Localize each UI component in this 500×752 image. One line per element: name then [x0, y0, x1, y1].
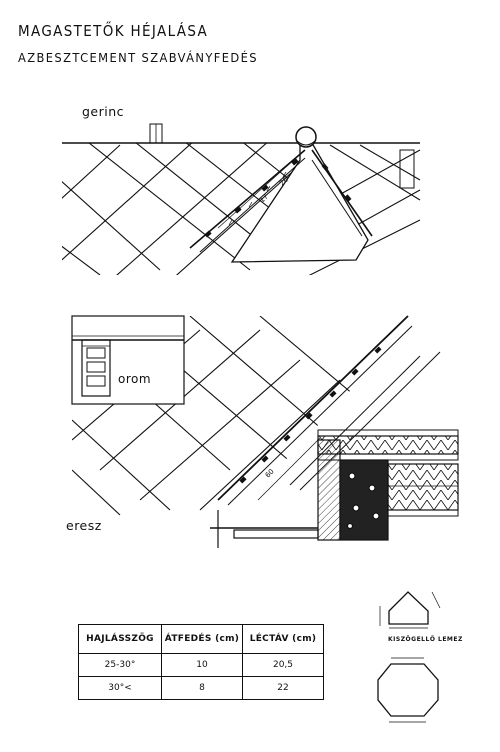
gable-inset — [71, 315, 185, 405]
eaves-soffit — [233, 529, 319, 539]
slate-tiles-ridge — [62, 143, 421, 275]
concrete-beam — [339, 459, 389, 541]
slate-piece-top — [379, 591, 441, 629]
page-subtitle: AZBESZTCEMENT SZABVÁNYFEDÉS — [18, 50, 258, 65]
table-header-row: HAJLÁSSZÖG ÁTFEDÉS (cm) LÉCTÁV (cm) — [78, 624, 324, 654]
table-row: 25-30° 10 20,5 — [78, 653, 324, 677]
spec-table: HAJLÁSSZÖG ÁTFEDÉS (cm) LÉCTÁV (cm) 25-3… — [78, 624, 324, 700]
dimension-17: 17 — [258, 193, 270, 205]
gable-label: orom — [118, 372, 152, 386]
eaves-label: eresz — [66, 518, 102, 533]
cell-slope: 30°< — [78, 676, 162, 700]
ridge-detail — [62, 123, 421, 275]
cell-overlap: 8 — [161, 676, 243, 700]
page-title: MAGASTETŐK HÉJALÁSA — [18, 22, 209, 40]
cell-batten-spacing: 22 — [242, 676, 324, 700]
cell-overlap: 10 — [161, 653, 243, 677]
cell-batten-spacing: 20,5 — [242, 653, 324, 677]
cell-slope: 25-30° — [78, 653, 162, 677]
eaves-detail — [71, 315, 459, 548]
slate-piece-bottom — [377, 657, 439, 723]
header-slope: HAJLÁSSZÖG — [78, 624, 162, 654]
header-batten-spacing: LÉCTÁV (cm) — [242, 624, 324, 654]
dimension-60: 60 — [264, 467, 276, 479]
ridge-label: gerinc — [82, 104, 125, 119]
table-row: 30°< 8 22 — [78, 676, 324, 700]
roof-slope — [217, 315, 409, 501]
wall-section — [317, 439, 341, 541]
piece-caption: KISZÖGELLŐ LEMEZ — [388, 636, 463, 643]
header-overlap: ÁTFEDÉS (cm) — [161, 624, 243, 654]
